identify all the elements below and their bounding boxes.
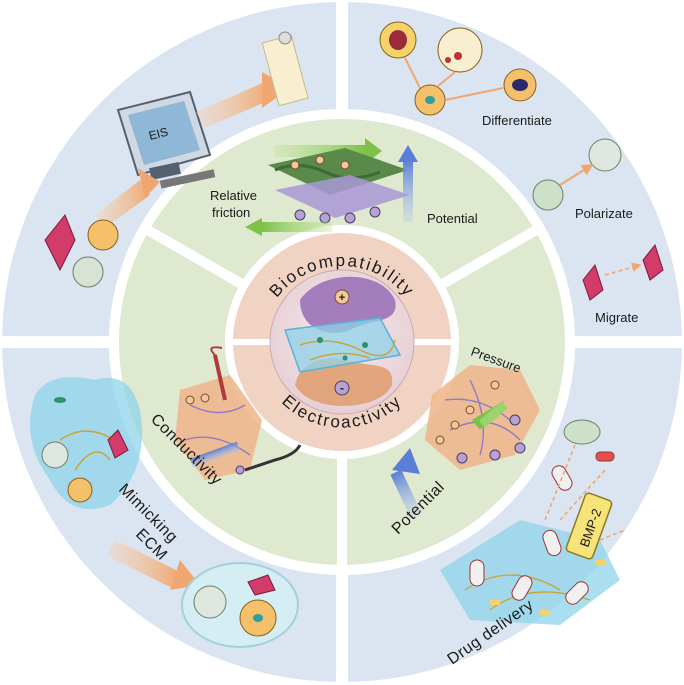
drug-delivery-illustration	[440, 419, 626, 625]
minus-badge	[334, 380, 350, 396]
minus-symbol: -	[340, 381, 344, 395]
center-separator	[225, 225, 459, 459]
differentiate-label: Differentiate	[482, 113, 552, 128]
plus-symbol: +	[339, 292, 345, 304]
polarizate-label: Polarizate	[575, 206, 633, 221]
center-orb: + -	[269, 269, 415, 415]
pressure-illustration	[390, 365, 540, 519]
bmp2-tag	[565, 492, 613, 560]
inner-dividers	[143, 224, 541, 570]
potential-top-label: Potential	[427, 211, 478, 226]
ecm-illustration	[30, 377, 299, 648]
relative-friction-label-2: friction	[212, 205, 250, 220]
conductivity-illustration	[175, 346, 302, 480]
cell-fate-illustration	[379, 21, 664, 301]
relative-friction-label-1: Relative	[210, 188, 257, 203]
eis-label: EIS	[147, 125, 169, 143]
migrate-label: Migrate	[595, 310, 638, 325]
eis-monitor-illustration	[44, 31, 309, 288]
plus-badge	[334, 289, 350, 305]
friction-illustration	[245, 138, 418, 236]
ring-separator	[109, 109, 575, 575]
